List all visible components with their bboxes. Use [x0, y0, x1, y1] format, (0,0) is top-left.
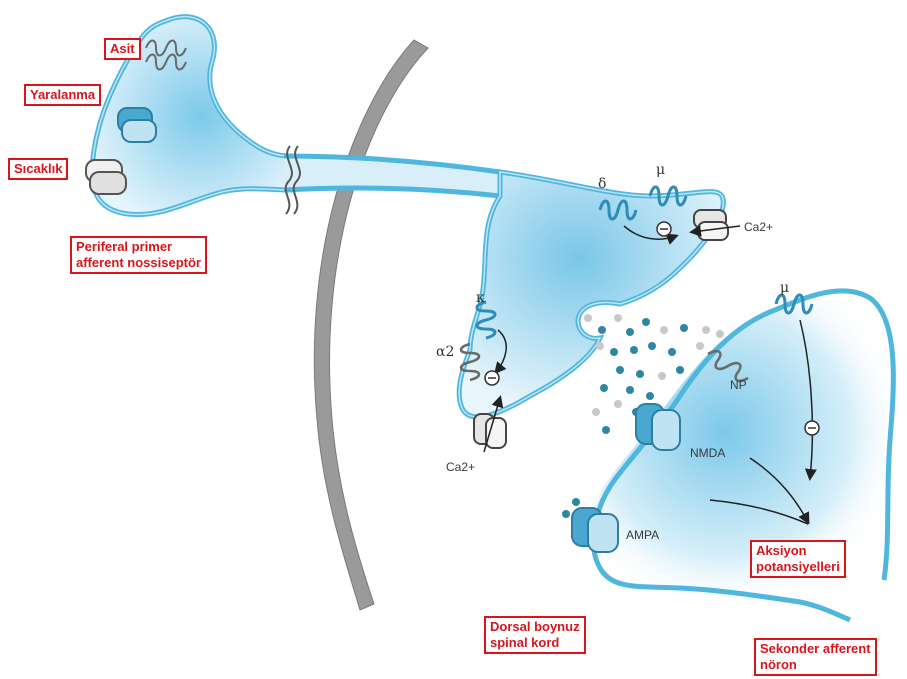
- calcium-channel-top: [694, 210, 728, 240]
- periferal-callout: Periferal primer afferent nossiseptör: [70, 236, 207, 274]
- ampa-label: AMPA: [626, 528, 659, 542]
- np-label: NP: [730, 378, 747, 392]
- asit-callout: Asit: [104, 38, 141, 60]
- yaralanma-channel: [118, 108, 156, 142]
- dorsal-callout: Dorsal boynuz spinal kord: [484, 616, 586, 654]
- mu-right-label: μ: [780, 280, 789, 296]
- periferal-line1: Periferal primer: [76, 239, 201, 255]
- aksiyon-line2: potansiyelleri: [756, 559, 840, 575]
- dorsal-line1: Dorsal boynuz: [490, 619, 580, 635]
- alpha2-label: α2: [436, 344, 454, 360]
- sekonder-callout: Sekonder afferent nöron: [754, 638, 877, 676]
- ca-bottom-label: Ca2+: [446, 460, 475, 474]
- sicaklik-channel: [86, 160, 126, 194]
- aksiyon-callout: Aksiyon potansiyelleri: [750, 540, 846, 578]
- aksiyon-line1: Aksiyon: [756, 543, 840, 559]
- nmda-label: NMDA: [690, 446, 725, 460]
- ampa-receptor: [572, 508, 618, 552]
- sicaklik-callout: Sıcaklık: [8, 158, 68, 180]
- periferal-line2: afferent nossiseptör: [76, 255, 201, 271]
- nmda-receptor: [636, 404, 680, 450]
- yaralanma-callout: Yaralanma: [24, 84, 101, 106]
- dorsal-line2: spinal kord: [490, 635, 580, 651]
- spinal-boundary: [314, 40, 428, 610]
- sekonder-line2: nöron: [760, 657, 871, 673]
- yaralanma-text: Yaralanma: [30, 87, 95, 103]
- asit-text: Asit: [110, 41, 135, 57]
- ca-top-label: Ca2+: [744, 220, 773, 234]
- sekonder-line1: Sekonder afferent: [760, 641, 871, 657]
- mu-top-label: μ: [656, 162, 665, 178]
- delta-label: δ: [598, 176, 606, 192]
- kappa-label: κ: [476, 290, 485, 306]
- sicaklik-text: Sıcaklık: [14, 161, 62, 177]
